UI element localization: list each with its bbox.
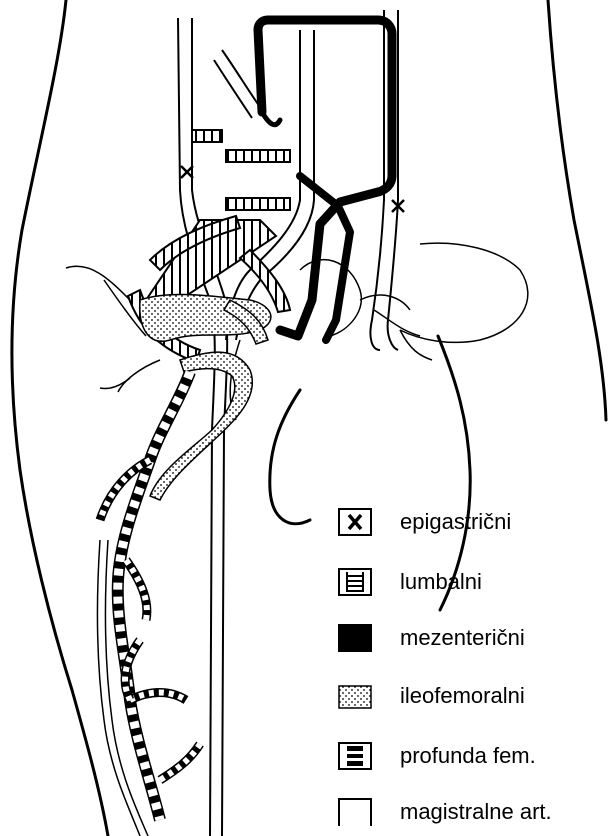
legend-label: epigastrični bbox=[400, 508, 511, 536]
legend-label: magistralne art. bbox=[400, 798, 552, 826]
legend-label: lumbalni bbox=[400, 568, 482, 596]
legend-label: ileofemoralni bbox=[400, 682, 525, 710]
banded-box-icon bbox=[338, 742, 372, 770]
ladder-box-icon bbox=[338, 568, 372, 596]
legend-item-epigastric: epigastrični bbox=[334, 504, 610, 540]
solid-black-box-icon bbox=[338, 624, 372, 652]
x-box-icon bbox=[338, 508, 372, 536]
iliofemoral-collaterals bbox=[140, 295, 271, 500]
ligation-markers bbox=[181, 166, 404, 212]
legend-label: profunda fem. bbox=[400, 742, 536, 770]
legend-item-lumbar: lumbalni bbox=[334, 564, 610, 600]
dotted-box-icon bbox=[338, 682, 372, 710]
legend-item-main-arteries: magistralne art. bbox=[334, 794, 610, 830]
legend-item-iliofemoral: ileofemoralni bbox=[334, 678, 610, 714]
profunda-femoris-collaterals bbox=[100, 372, 200, 820]
empty-box-icon bbox=[338, 798, 372, 826]
legend-item-mesenteric: mezenterični bbox=[334, 620, 610, 656]
legend-item-profunda: profunda fem. bbox=[334, 738, 610, 774]
legend-label: mezenterični bbox=[400, 624, 525, 652]
